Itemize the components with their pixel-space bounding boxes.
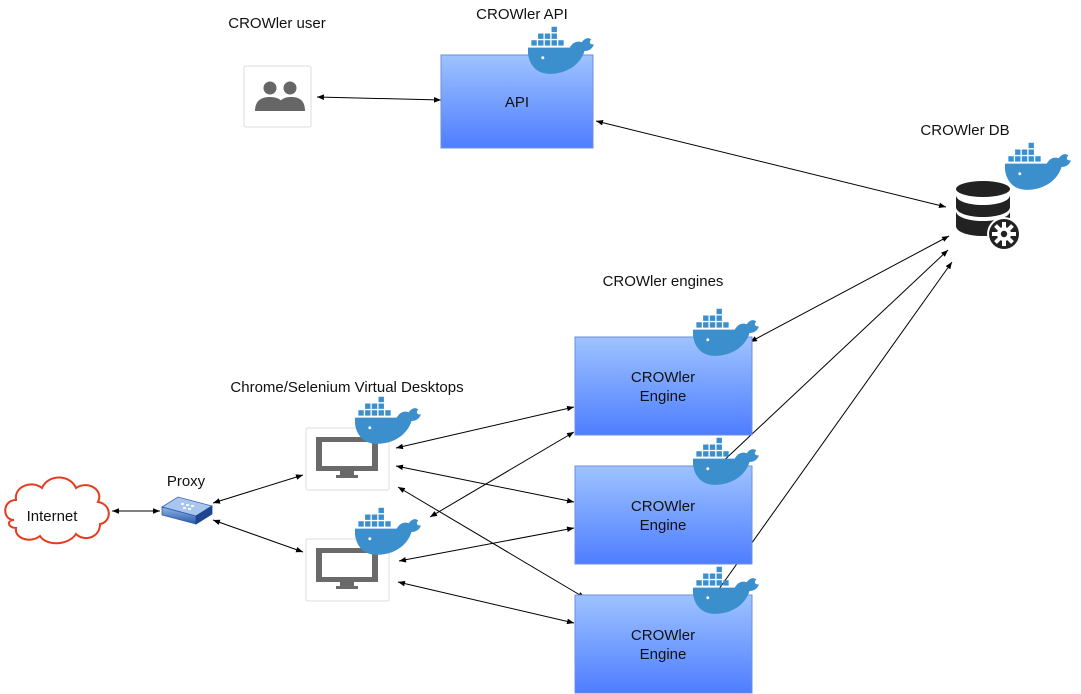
user-card <box>243 65 312 128</box>
arrow-proxy-desktop2 <box>212 519 304 553</box>
arrow-desktop2-engine3 <box>397 580 575 625</box>
desktop-card <box>305 538 390 602</box>
user-title: CROWler user <box>228 15 326 32</box>
arrow-user-api <box>316 94 442 103</box>
docker-whale-icon <box>1005 142 1071 190</box>
engine-label-line1: CROWler <box>631 627 695 644</box>
engine-label-line2: Engine <box>640 517 687 534</box>
proxy-node: Proxy <box>161 473 213 525</box>
engine-label-line1: CROWler <box>631 369 695 386</box>
arrow-db-engine1 <box>749 235 950 343</box>
engines-title: CROWler engines <box>603 273 724 290</box>
vdesktops-title: Chrome/Selenium Virtual Desktops <box>230 379 463 396</box>
arrow-desktop1-engine1 <box>395 405 575 450</box>
crowler-db-node: CROWler DB <box>920 122 1071 251</box>
desktop-card <box>305 427 390 491</box>
engine-node-1: CROWler Engine <box>574 308 759 436</box>
internet-label: Internet <box>27 508 79 525</box>
api-box-label: API <box>505 94 529 111</box>
vdesktop-node-1 <box>305 396 421 491</box>
docker-whale-icon <box>355 396 421 444</box>
crowler-user-node: CROWler user <box>228 15 326 128</box>
api-title: CROWler API <box>476 6 568 23</box>
database-gear-icon <box>956 181 1021 251</box>
docker-whale-icon <box>355 507 421 555</box>
connectors <box>112 94 953 625</box>
proxy-device-icon <box>161 496 213 525</box>
vdesktop-node-2 <box>305 507 421 602</box>
arrow-desktop2-engine2 <box>398 526 575 563</box>
api-node: CROWler API API <box>440 6 594 149</box>
engine-label-line2: Engine <box>640 646 687 663</box>
users-icon <box>255 81 305 111</box>
engine-label-line1: CROWler <box>631 498 695 515</box>
cloud-icon <box>4 476 110 545</box>
arrow-desktop1-engine3 <box>397 486 586 599</box>
db-title: CROWler DB <box>920 122 1009 139</box>
arrow-api-db <box>595 119 947 209</box>
arrow-desktop2-engine1 <box>429 431 575 518</box>
proxy-title: Proxy <box>167 473 206 490</box>
arrow-db-engine3 <box>713 261 953 597</box>
arrow-proxy-desktop1 <box>212 474 304 504</box>
api-box <box>440 54 594 149</box>
internet-node: Internet <box>4 476 110 545</box>
engine-label-line2: Engine <box>640 388 687 405</box>
engine-node-2: CROWler Engine <box>574 437 759 565</box>
engine-node-3: CROWler Engine <box>574 566 759 694</box>
